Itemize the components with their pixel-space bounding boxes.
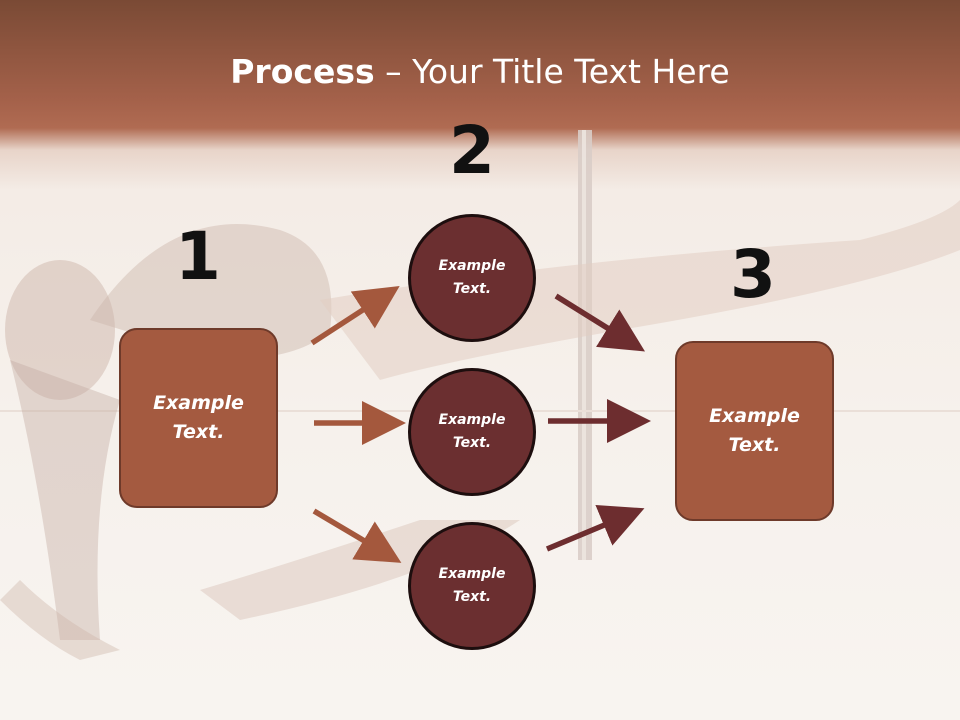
step-box-3: Example Text.: [675, 341, 834, 521]
step-number-3: 3: [730, 236, 776, 313]
circle-bottom-line1: Example: [438, 566, 506, 582]
circle-bottom-line2: Text.: [452, 589, 492, 605]
circle-middle-line2: Text.: [452, 435, 492, 451]
step-number-1: 1: [175, 218, 221, 295]
step-box-1-line2: Text.: [172, 421, 225, 443]
step-circle-bottom: Example Text.: [408, 522, 536, 650]
title-rest: – Your Title Text Here: [374, 52, 730, 91]
circle-top-line1: Example: [438, 258, 506, 274]
arrow-top-to-3: [554, 293, 646, 352]
title-bold: Process: [230, 52, 375, 91]
step-box-3-line1: Example: [709, 405, 800, 427]
step-circle-middle: Example Text.: [408, 368, 536, 496]
step-box-1: Example Text.: [119, 328, 278, 508]
step-number-2: 2: [449, 112, 495, 189]
arrow-1-to-top: [310, 286, 400, 346]
step-box-1-line1: Example: [153, 392, 244, 414]
circle-top-line2: Text.: [452, 281, 492, 297]
arrow-1-to-bottom: [312, 508, 402, 563]
circle-middle-line1: Example: [438, 412, 506, 428]
step-circle-top: Example Text.: [408, 214, 536, 342]
arrow-bottom-to-3: [545, 504, 645, 552]
slide-title: Process – Your Title Text Here: [0, 52, 960, 91]
step-box-3-line2: Text.: [728, 434, 781, 456]
